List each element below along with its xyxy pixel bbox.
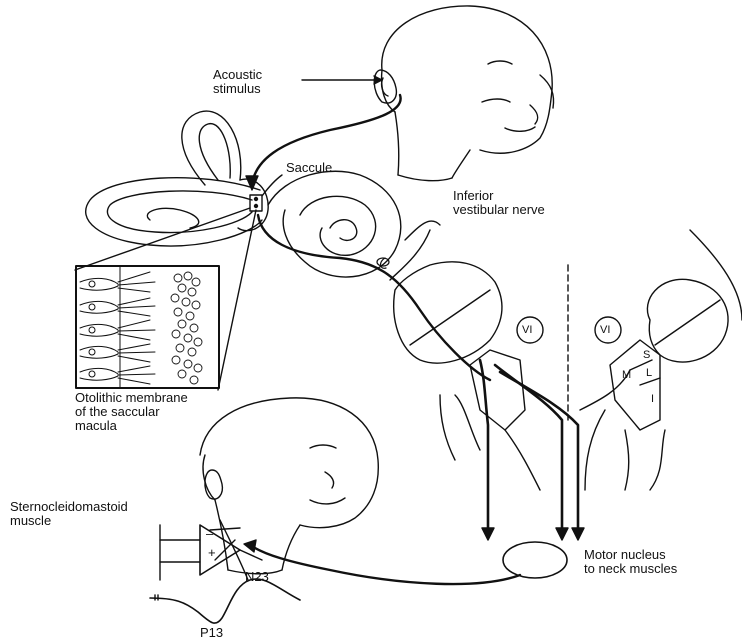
scm-line-1: Sternocleidomastoid: [10, 500, 128, 514]
otolith-inset: [76, 266, 219, 388]
brainstem: [390, 221, 742, 490]
nucleus-l: L: [646, 366, 652, 380]
acoustic-stimulus-line-2: stimulus: [213, 82, 262, 96]
otolithic-line-2: of the saccular: [75, 405, 188, 419]
inner-ear: [86, 111, 401, 277]
amp-minus: –: [206, 527, 213, 541]
saccule-label: Saccule: [286, 161, 332, 175]
otolithic-membrane-label: Otolithic membrane of the saccular macul…: [75, 391, 188, 433]
amp-plus: +: [208, 546, 216, 560]
n23-label: N23: [245, 570, 269, 584]
otolithic-line-1: Otolithic membrane: [75, 391, 188, 405]
acoustic-stimulus-label: Acoustic stimulus: [213, 68, 262, 96]
nucleus-vi-right: VI: [600, 323, 610, 337]
nucleus-s: S: [643, 348, 650, 362]
motor-nucleus-line-1: Motor nucleus: [584, 548, 677, 562]
acoustic-stimulus-line-1: Acoustic: [213, 68, 262, 82]
vemp-waveform: [150, 579, 300, 623]
ivn-line-1: Inferior: [453, 189, 545, 203]
lower-head: [200, 398, 378, 580]
scm-label: Sternocleidomastoid muscle: [10, 500, 128, 528]
upper-head: [374, 6, 553, 181]
motor-nucleus-line-2: to neck muscles: [584, 562, 677, 576]
motor-nucleus-label: Motor nucleus to neck muscles: [584, 548, 677, 576]
inferior-vestibular-nerve-label: Inferior vestibular nerve: [453, 189, 545, 217]
nucleus-i: I: [651, 392, 654, 406]
nucleus-vi-left: VI: [522, 323, 532, 337]
ivn-line-2: vestibular nerve: [453, 203, 545, 217]
p13-label: P13: [200, 626, 223, 640]
otolithic-line-3: macula: [75, 419, 188, 433]
nucleus-m: M: [622, 368, 631, 382]
scm-line-2: muscle: [10, 514, 128, 528]
